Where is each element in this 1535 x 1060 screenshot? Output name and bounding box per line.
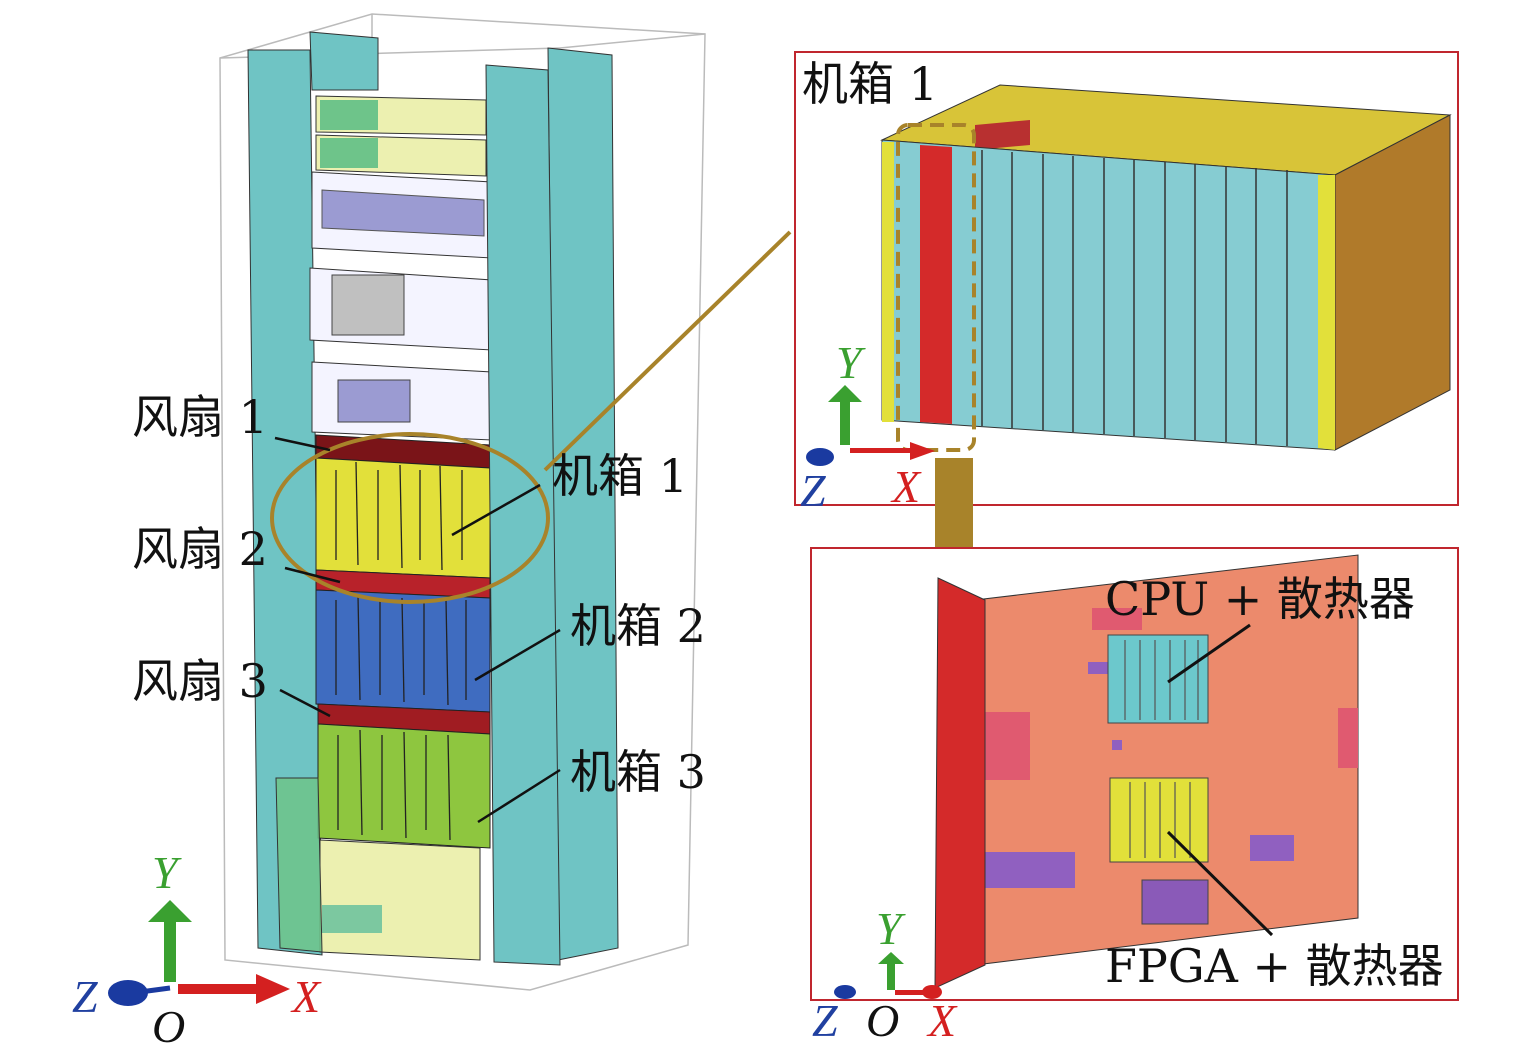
chassis-1-highlight-ellipse bbox=[270, 432, 550, 604]
board-inset: CPU + 散热器 FPGA + 散热器 Y X Z O bbox=[810, 547, 1459, 1046]
highlighted-board bbox=[920, 145, 952, 424]
side-panel-rear-left bbox=[309, 31, 379, 91]
board-front-panel bbox=[934, 577, 986, 989]
zoom-connector-bar bbox=[935, 458, 973, 550]
label-chassis-1: 机箱 1 bbox=[552, 449, 688, 503]
leader-lines bbox=[274, 436, 561, 824]
zoom-connector-line bbox=[543, 230, 792, 472]
axis-origin-label: O bbox=[152, 1001, 185, 1052]
label-fan-2: 风扇 2 bbox=[132, 522, 268, 576]
chassis-1-inset: 机箱 1 Y X Z bbox=[794, 51, 1459, 516]
label-chassis-3: 机箱 3 bbox=[570, 745, 706, 799]
front-panel-left-lower bbox=[275, 777, 323, 953]
axis-x-label: X bbox=[290, 971, 322, 1022]
fpga-heatsink bbox=[1109, 777, 1209, 863]
axis-triad-chassis: Y X Z bbox=[800, 337, 935, 516]
label-fpga-heatsink: FPGA + 散热器 bbox=[1105, 939, 1444, 993]
inset-title: 机箱 1 bbox=[802, 57, 938, 111]
axis-y-label: Y bbox=[876, 903, 906, 954]
axis-x-label: X bbox=[926, 995, 958, 1046]
label-fan-1: 风扇 1 bbox=[132, 390, 268, 444]
board-highlight-dashed-box bbox=[896, 123, 976, 452]
axis-z-label: Z bbox=[72, 971, 98, 1022]
cpu-heatsink bbox=[1107, 634, 1209, 724]
chassis-slot-lines bbox=[335, 461, 467, 841]
axis-y-label: Y bbox=[152, 847, 182, 898]
lower-module bbox=[319, 839, 481, 961]
cabinet-model: 风扇 1 风扇 2 风扇 3 机箱 1 机箱 2 机箱 3 Y X Z O bbox=[72, 13, 792, 1052]
axis-z-label: Z bbox=[812, 995, 838, 1046]
chassis-1 bbox=[315, 457, 491, 579]
side-panel-right-front bbox=[485, 64, 561, 966]
axis-origin-label: O bbox=[866, 995, 899, 1046]
axis-triad-cabinet: Y X Z O bbox=[72, 847, 322, 1052]
side-panel-left bbox=[247, 49, 323, 956]
label-cpu-heatsink: CPU + 散热器 bbox=[1105, 572, 1415, 626]
axis-triad-board: Y X Z O bbox=[812, 903, 958, 1046]
label-chassis-2: 机箱 2 bbox=[570, 599, 706, 653]
label-fan-3: 风扇 3 bbox=[132, 654, 268, 708]
axis-z-label: Z bbox=[800, 465, 826, 516]
axis-x-label: X bbox=[890, 461, 922, 512]
axis-y-label: Y bbox=[836, 337, 866, 388]
